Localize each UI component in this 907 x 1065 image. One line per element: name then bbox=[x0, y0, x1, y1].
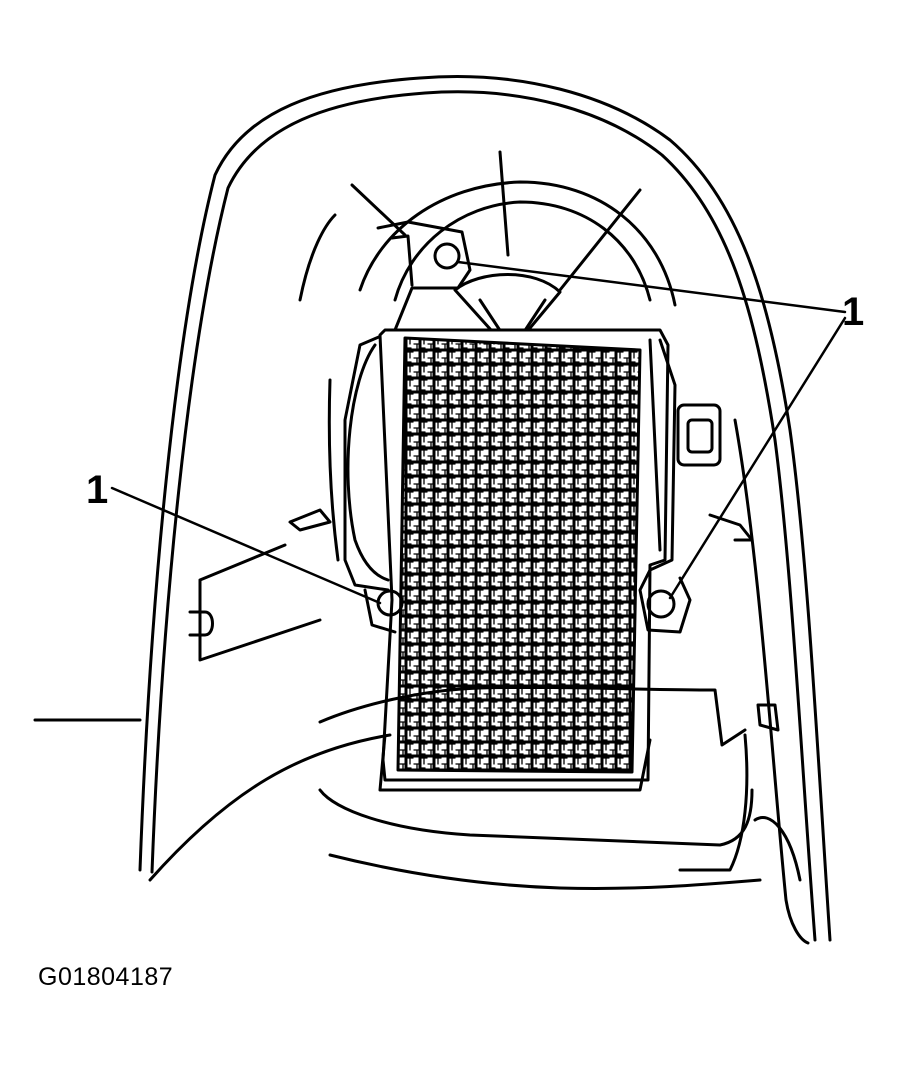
ledge-lower-curve bbox=[148, 733, 392, 882]
seat-base bbox=[378, 733, 652, 792]
ledge-under bbox=[328, 853, 762, 890]
leader-top-to-right-bolt bbox=[668, 316, 847, 600]
blower-rib-3 bbox=[558, 188, 642, 292]
ledge-top bbox=[318, 685, 747, 747]
left-arc bbox=[327, 378, 340, 562]
housing-right-ridge bbox=[733, 418, 810, 945]
left-clip-u bbox=[188, 610, 214, 637]
right-clip-lower bbox=[756, 703, 780, 732]
upper-arc bbox=[298, 213, 337, 302]
leader-top-to-bolt bbox=[456, 260, 847, 314]
blower-rib-1 bbox=[350, 183, 407, 237]
blower-hub-segment bbox=[453, 273, 562, 342]
bolt-right-lower bbox=[646, 589, 676, 619]
right-clip-upper bbox=[708, 513, 754, 542]
bracket-lower-left bbox=[363, 588, 397, 634]
leader-left-to-bolt bbox=[110, 486, 382, 605]
filter-element bbox=[396, 336, 642, 774]
ledge-right-cap bbox=[753, 816, 802, 882]
nut-inner bbox=[686, 418, 714, 454]
right-bracket bbox=[638, 338, 692, 634]
blower-wheel-inner bbox=[393, 200, 652, 302]
callout-label: 1 bbox=[86, 468, 109, 512]
bolt-top bbox=[433, 242, 461, 270]
ledge-right-drop bbox=[678, 733, 749, 872]
callout-label: 1 bbox=[842, 290, 865, 334]
left-clip bbox=[288, 508, 332, 532]
bracket-top-inner bbox=[390, 234, 414, 287]
left-strap bbox=[346, 343, 390, 582]
blower-rib-2 bbox=[498, 150, 510, 257]
nut-outer bbox=[676, 403, 722, 467]
figure-id: G01804187 bbox=[38, 963, 174, 991]
left-bracket-arms bbox=[198, 543, 322, 662]
housing-inner-edge bbox=[150, 90, 817, 942]
housing-outer-edge bbox=[138, 75, 832, 942]
bracket-top bbox=[343, 220, 472, 592]
filter-frame-right-edge bbox=[648, 338, 662, 552]
ledge-front bbox=[318, 788, 754, 847]
